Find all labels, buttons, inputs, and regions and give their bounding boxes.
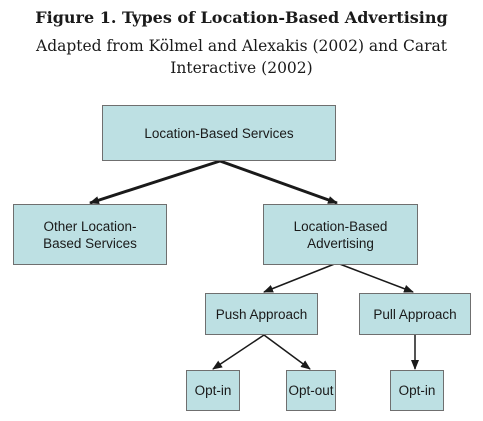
node-other-location-based-services: Other Location- Based Services [13, 204, 167, 265]
node-label: Opt-in [194, 383, 232, 398]
node-location-based-advertising: Location-Based Advertising [263, 204, 418, 265]
node-label: Opt-out [288, 383, 334, 398]
node-pull-approach: Pull Approach [359, 293, 471, 335]
node-label: Opt-in [398, 383, 436, 398]
arrow-lba-to-push [263, 262, 338, 293]
node-push-opt-out: Opt-out [286, 370, 336, 411]
node-push-opt-in: Opt-in [186, 370, 240, 411]
node-label: Pull Approach [373, 306, 457, 322]
node-label: Other Location- Based Services [43, 218, 137, 251]
node-label: Location-Based Advertising [293, 218, 388, 251]
node-pull-opt-in: Opt-in [390, 370, 444, 411]
node-label: Push Approach [215, 306, 308, 322]
arrow-push-to-optout [263, 334, 311, 370]
figure-subtitle-line-1: Adapted from Kölmel and Alexakis (2002) … [36, 37, 447, 55]
figure-title: Figure 1. Types of Location-Based Advert… [35, 8, 448, 27]
node-push-approach: Push Approach [205, 293, 318, 335]
arrow-push-to-optin [212, 334, 265, 370]
arrow-lbs-to-lba [219, 159, 338, 205]
node-label: Location-Based Services [144, 125, 294, 141]
figure-subtitle-line-2: Interactive (2002) [170, 59, 313, 77]
arrow-lbs-to-other [89, 159, 221, 205]
arrow-lba-to-pull [336, 262, 414, 293]
node-location-based-services: Location-Based Services [102, 105, 336, 161]
figure-subtitle: Adapted from Kölmel and Alexakis (2002) … [0, 35, 483, 79]
